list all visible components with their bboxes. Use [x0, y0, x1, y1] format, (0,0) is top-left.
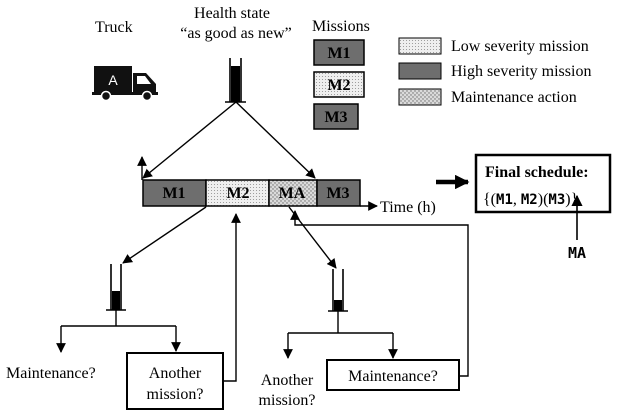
mission-label-m2: M2	[327, 77, 350, 94]
final-m2: M2	[521, 192, 538, 208]
left-another-line2: mission?	[147, 386, 204, 403]
right-maintenance-text: Maintenance?	[348, 368, 438, 385]
right-another-line1: Another	[261, 372, 314, 389]
health-gauge-icon	[225, 58, 246, 103]
legend-low-label: Low severity mission	[451, 38, 589, 55]
mission-label-m1: M1	[327, 45, 350, 62]
arrow-to-start	[142, 101, 237, 179]
timeline-label-m3: M3	[326, 185, 349, 202]
legend-high-label: High severity mission	[451, 63, 591, 80]
missions-header: Missions	[312, 18, 370, 35]
timeline-label-m2: M2	[226, 185, 249, 202]
arrow-to-right-gauge	[288, 206, 337, 269]
right-maintenance-box	[326, 359, 460, 391]
right-gauge-icon	[328, 269, 348, 312]
legend-maint-label: Maintenance action	[451, 89, 577, 106]
timeline: M1 M2 MA M3	[142, 179, 361, 207]
final-m3: M3	[548, 192, 565, 208]
timeline-label-m1: M1	[162, 185, 185, 202]
left-another-mission-box	[126, 352, 224, 410]
final-mid: )(	[538, 191, 549, 208]
final-schedule-title: Final schedule:	[485, 164, 589, 181]
final-comma: ,	[513, 191, 521, 208]
health-state-line1: Health state	[194, 5, 270, 22]
legend: Low severity mission High severity missi…	[398, 37, 591, 106]
left-maintenance-text: Maintenance?	[6, 365, 96, 382]
mission-list: M1 M2 M3	[313, 39, 365, 130]
left-gauge-icon	[106, 264, 126, 311]
arrow-to-left-gauge	[122, 206, 207, 264]
truck-icon: A	[92, 66, 158, 102]
truck-badge: A	[108, 72, 118, 88]
final-m1: M1	[496, 192, 513, 208]
timeline-label-ma: MA	[279, 185, 306, 202]
ma-label: MA	[568, 244, 586, 262]
mission-box-m2	[313, 71, 365, 98]
right-feedback-arrow	[290, 210, 469, 377]
final-schedule-box	[474, 153, 612, 214]
final-schedule-text: {(M1, M2)(M3)}	[483, 191, 578, 208]
left-another-line1: Another	[149, 365, 202, 382]
timeline-segment-m3	[316, 179, 361, 207]
legend-swatch-high	[398, 62, 442, 80]
timeline-segment-m2	[205, 179, 270, 207]
left-feedback-arrow	[223, 213, 241, 382]
mission-box-m3	[313, 103, 359, 130]
final-open: {(	[483, 191, 496, 208]
legend-swatch-low	[398, 37, 442, 55]
legend-swatch-maint	[398, 88, 442, 106]
arrow-to-ma	[235, 101, 316, 179]
mission-box-m1	[313, 39, 365, 66]
mission-label-m3: M3	[324, 109, 347, 126]
health-state-line2: “as good as new”	[180, 25, 292, 42]
right-another-line2: mission?	[259, 392, 316, 409]
time-axis-label: Time (h)	[380, 199, 436, 216]
truck-label: Truck	[95, 19, 133, 36]
